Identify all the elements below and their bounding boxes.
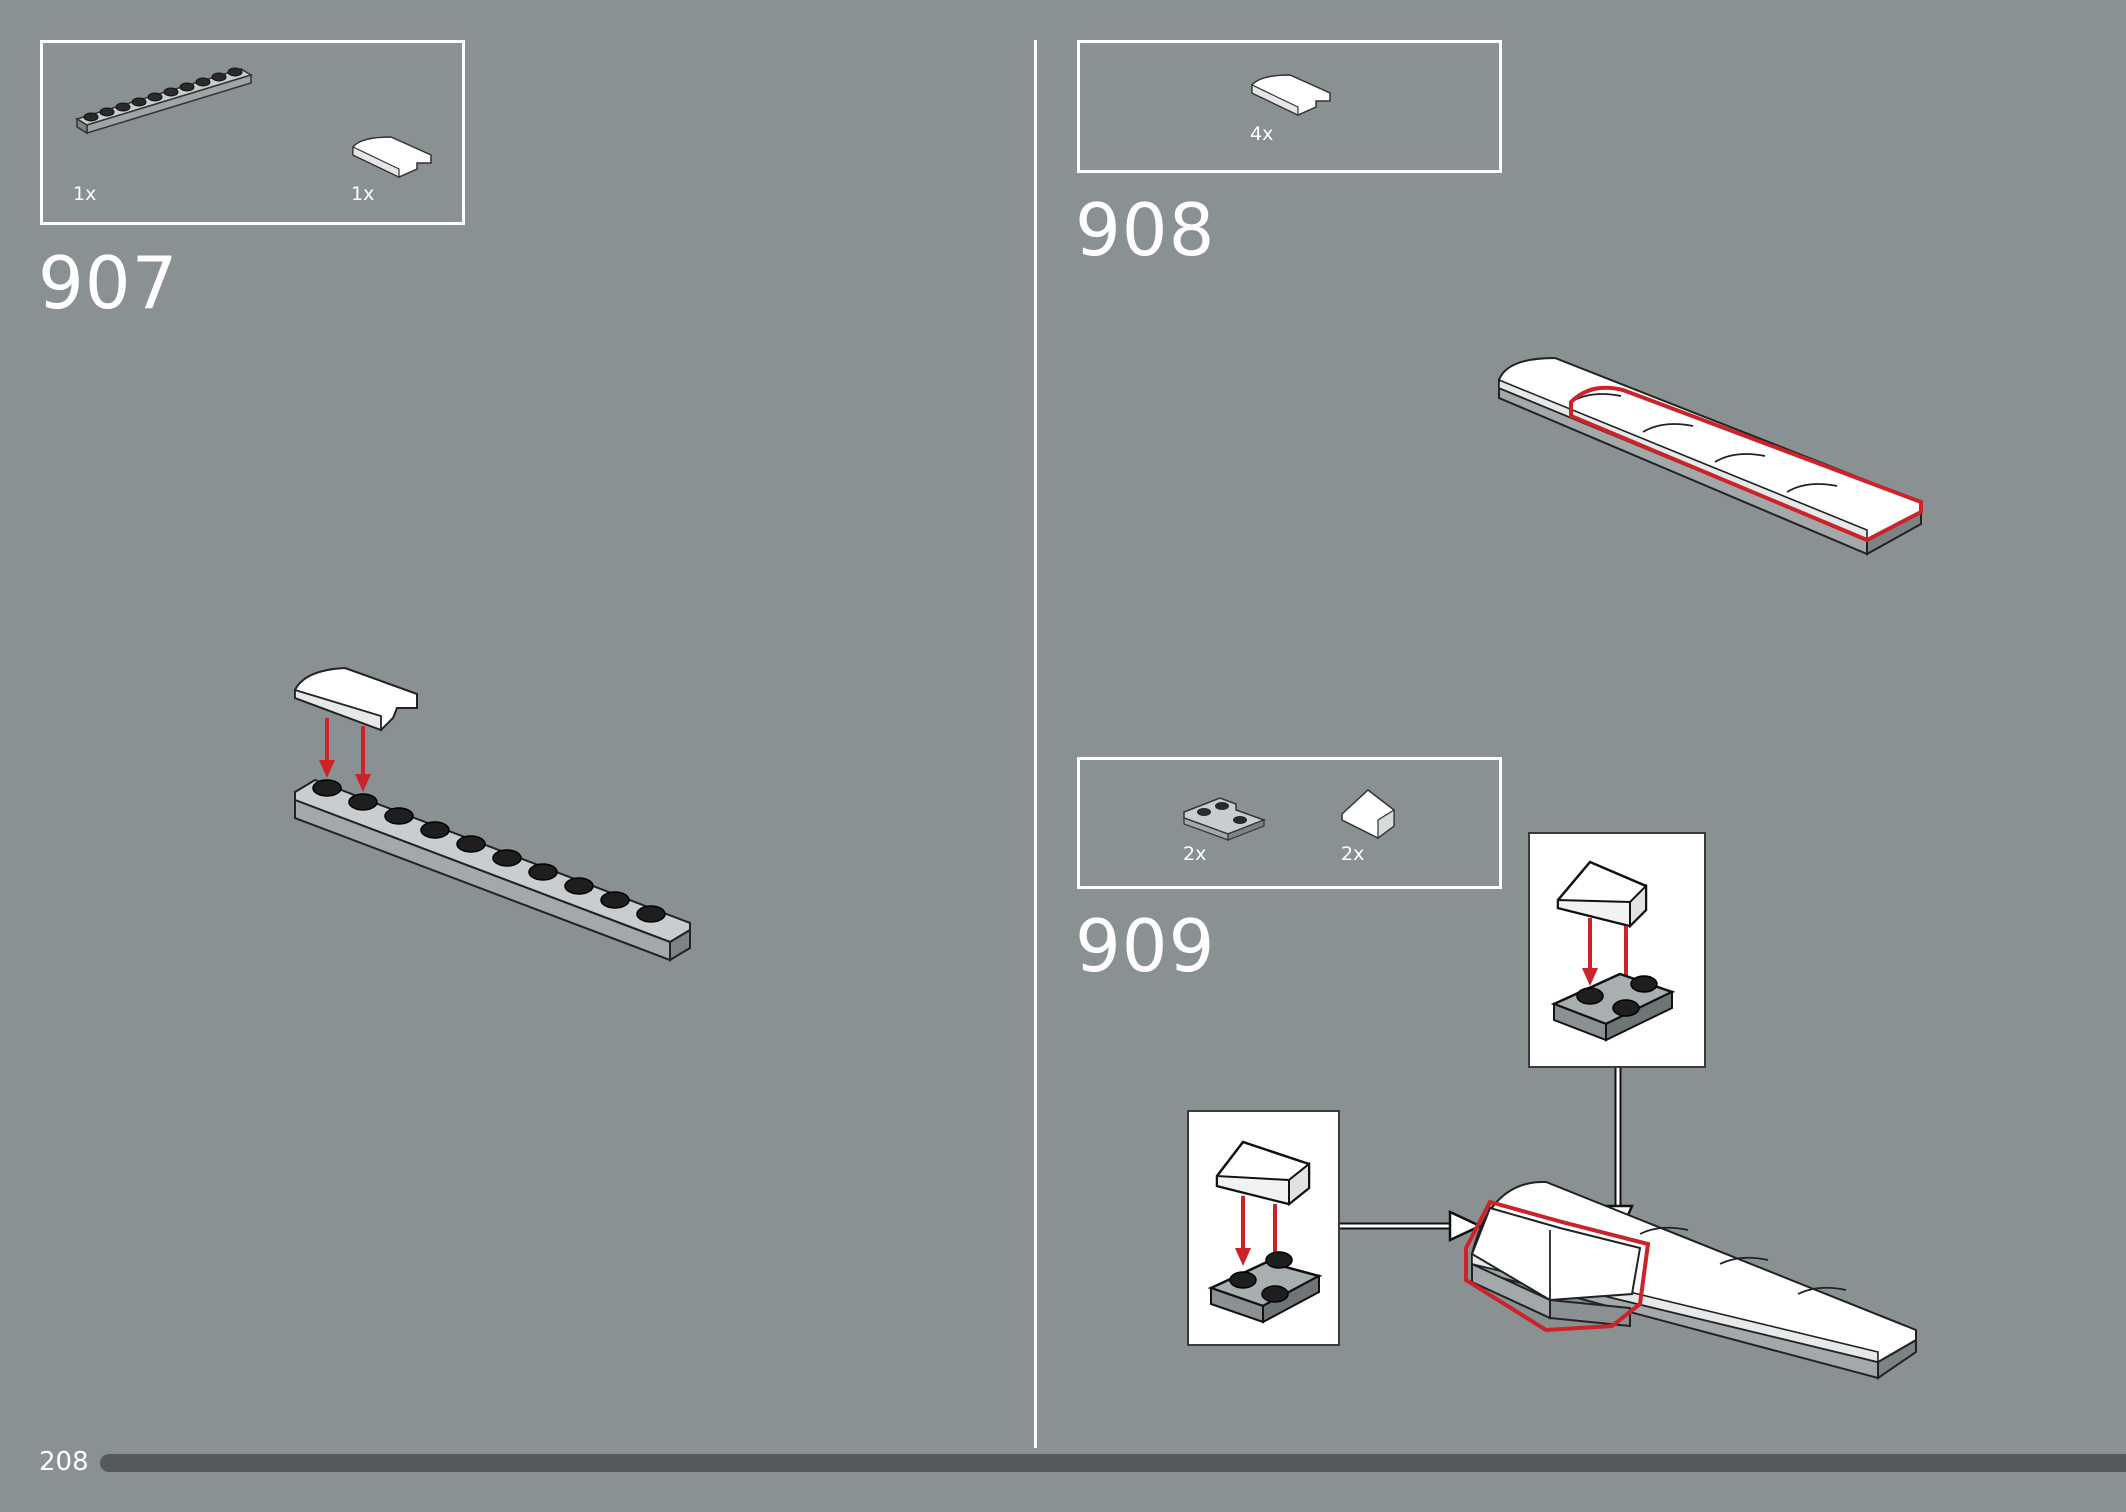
sub-assembly-top <box>1550 860 1676 1042</box>
step-number-908: 908 <box>1075 188 1216 272</box>
part-quantity: 1x <box>73 183 97 205</box>
step-907-assembly <box>294 666 691 962</box>
part-quantity: 2x <box>1341 843 1365 865</box>
parts-list-907: 1x 1x <box>40 40 465 225</box>
page-divider <box>1034 40 1037 1448</box>
parts-list-908: 4x <box>1077 40 1502 173</box>
corner-plate-icon <box>1183 797 1267 841</box>
sub-assembly-callout-left <box>1187 1110 1340 1346</box>
curved-slope-icon <box>352 136 432 178</box>
part-quantity: 2x <box>1183 843 1207 865</box>
part-quantity: 1x <box>351 183 375 205</box>
part-quantity: 4x <box>1250 123 1274 145</box>
slope-brick-icon <box>1341 789 1395 840</box>
curved-slope-icon <box>1251 74 1331 116</box>
plate-1x10-icon <box>75 67 253 135</box>
step-number-909: 909 <box>1075 904 1216 988</box>
step-909-assembly <box>1340 1068 1917 1380</box>
step-908-assembly <box>1498 356 1923 556</box>
parts-list-909: 2x 2x <box>1077 757 1502 889</box>
progress-bar <box>100 1454 2126 1472</box>
step-number-907: 907 <box>38 241 179 325</box>
sub-assembly-left <box>1207 1140 1323 1324</box>
page-number: 208 <box>39 1447 89 1477</box>
sub-assembly-callout-top <box>1528 832 1706 1068</box>
